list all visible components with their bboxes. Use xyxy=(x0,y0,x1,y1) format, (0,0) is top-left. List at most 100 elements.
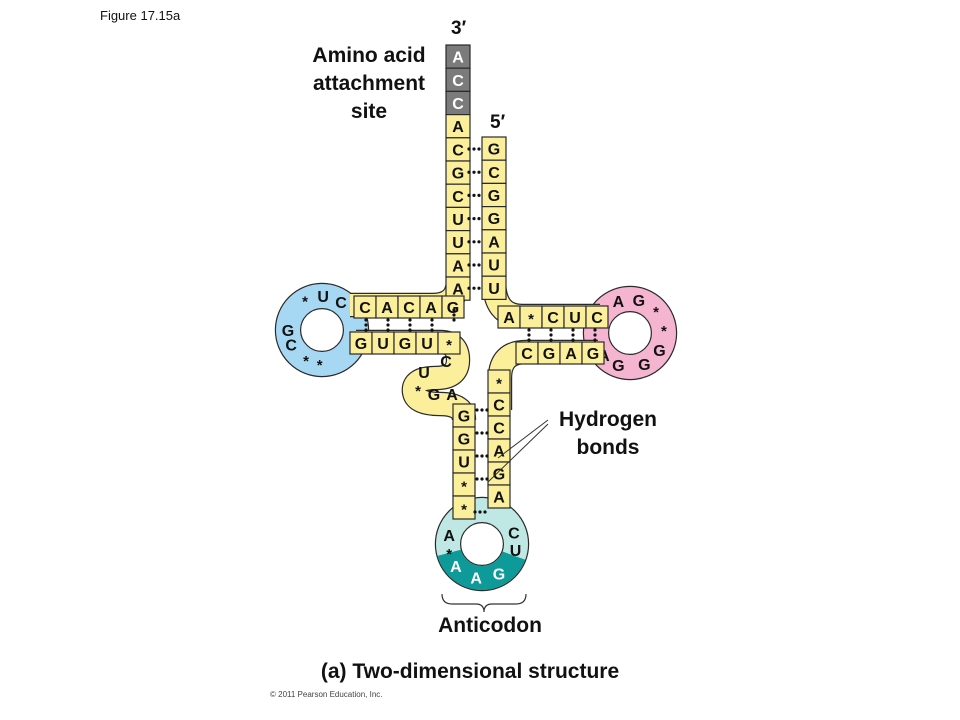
acceptor-bond-6-1 xyxy=(472,286,476,290)
t-stem-top-2-base: C xyxy=(547,310,559,327)
d-stem-top-1: A xyxy=(375,295,399,319)
acceptor-bond-0-0 xyxy=(467,147,471,151)
acceptor-5-base-5: U xyxy=(481,252,507,277)
d-loop-c-0: C xyxy=(285,337,297,354)
acceptor-5-base-4: A xyxy=(481,229,507,254)
variable-loop-base-2: * xyxy=(415,383,421,400)
d-stem-bottom-0: G xyxy=(349,331,373,355)
d-stem-bond-3-0 xyxy=(430,318,434,322)
acceptor-5-base-0-base: G xyxy=(488,142,500,159)
acceptor-3-base-6: C xyxy=(445,183,471,208)
t-stem-bond-3-2 xyxy=(593,338,597,342)
anticodon-stem-bond-3-1 xyxy=(480,477,484,481)
acceptor-3-base-10-base: A xyxy=(452,282,464,299)
figure-label: Figure 17.15a xyxy=(100,8,181,23)
acceptor-bond-0-1 xyxy=(472,147,476,151)
t-stem-top-1-base: * xyxy=(528,311,534,328)
acceptor-5-base-0: G xyxy=(481,136,507,161)
anticodon-stem-bond-2-0 xyxy=(475,454,479,458)
d-stem-bond-1-2 xyxy=(386,328,390,332)
d-stem-top-0-base: C xyxy=(359,300,371,317)
d-stem-top-1-base: A xyxy=(381,300,393,317)
d-stem-bottom-2-base: G xyxy=(399,336,411,353)
acceptor-bond-2-2 xyxy=(477,193,481,197)
d-stem-bond-2-0 xyxy=(408,318,412,322)
d-stem-bottom-4: * xyxy=(437,331,461,355)
anticodon-stem-right-4-base: G xyxy=(493,467,505,484)
d-tertiary-bond-0 xyxy=(452,308,456,312)
anticodon-stem-right-2: C xyxy=(487,415,511,440)
acceptor-5-base-3-base: G xyxy=(488,211,500,228)
d-stem-top-3: A xyxy=(419,295,443,319)
anticodon-stem-left-2: U xyxy=(452,449,476,474)
anticodon-stem-bond-1-0 xyxy=(475,431,479,435)
t-stem-top-2: C xyxy=(541,305,565,329)
d-loop-bottom-1: * xyxy=(317,357,323,374)
anticodon-stem-right-5: A xyxy=(487,484,511,509)
anticodon-stem-left-3: * xyxy=(452,472,476,497)
acceptor-bond-3-1 xyxy=(472,217,476,221)
anticodon-stem-right-0: * xyxy=(487,369,511,394)
anticodon-stem-bond-0-2 xyxy=(485,408,489,412)
anticodon-stem-right-3-base: A xyxy=(493,444,505,461)
t-stem-bond-2-2 xyxy=(571,338,575,342)
d-stem-bottom-3: U xyxy=(415,331,439,355)
t-stem-top-1: * xyxy=(519,305,543,329)
attachment-line-3: site xyxy=(350,100,388,123)
amino-acid-attachment-label: Amino acid attachment site xyxy=(294,42,444,126)
acceptor-3-base-8: U xyxy=(445,230,471,255)
three-prime-label: 3′ xyxy=(451,18,467,39)
d-stem-top-0: C xyxy=(353,295,377,319)
variable-loop-base-0: C xyxy=(440,354,452,371)
anticodon-stem-left-4-base: * xyxy=(461,502,467,519)
anticodon-stem-bond-1-1 xyxy=(480,431,484,435)
t-loop-letters-5: G xyxy=(638,357,650,374)
anticodon-stem-left-3-base: * xyxy=(461,479,467,496)
d-stem-bond-0-0 xyxy=(364,318,368,322)
hydrogen-pointer-2 xyxy=(487,423,549,483)
acceptor-bond-5-1 xyxy=(472,263,476,267)
acceptor-bond-1-1 xyxy=(472,170,476,174)
acceptor-3-base-6-base: C xyxy=(452,189,464,206)
acceptor-3-base-1: C xyxy=(445,67,471,92)
anticodon-loop-left-1: * xyxy=(446,546,452,563)
t-stem-bottom-3: G xyxy=(581,341,605,365)
t-stem-bond-0-0 xyxy=(527,328,531,332)
d-loop-top-0: * xyxy=(302,294,308,311)
d-tertiary-bond-2 xyxy=(452,318,456,322)
anticodon-stem-bond-2-1 xyxy=(480,454,484,458)
attachment-line-2: attachment xyxy=(312,72,426,95)
t-stem-bond-2-0 xyxy=(571,328,575,332)
t-stem-bond-1-0 xyxy=(549,328,553,332)
d-stem-top-2-base: C xyxy=(403,300,415,317)
d-stem-bond-0-1 xyxy=(364,323,368,327)
anticodon-stem-bond-3-0 xyxy=(475,477,479,481)
acceptor-bond-5-0 xyxy=(467,263,471,267)
anticodon-stem-right-1: C xyxy=(487,392,511,417)
d-stem-bottom-1-base: U xyxy=(377,336,389,353)
d-stem-bond-2-1 xyxy=(408,323,412,327)
t-loop-letters-3: * xyxy=(661,323,667,340)
d-stem-bottom-4-base: * xyxy=(446,337,452,354)
t-stem-top-3-base: U xyxy=(569,310,581,327)
acceptor-5-base-1-base: C xyxy=(488,165,500,182)
t-stem-bond-2-1 xyxy=(571,333,575,337)
anticodon-segment xyxy=(437,548,526,590)
acceptor-bond-4-2 xyxy=(477,240,481,244)
acceptor-5-base-6-base: U xyxy=(488,281,500,298)
acceptor-bond-6-0 xyxy=(467,286,471,290)
d-stem-bond-2-2 xyxy=(408,328,412,332)
anticodon-stem-bond-0-0 xyxy=(475,408,479,412)
acceptor-3-base-0-base: A xyxy=(452,50,464,67)
d-stem-top-2: C xyxy=(397,295,421,319)
t-stem-top-3: U xyxy=(563,305,587,329)
anticodon-stem-bond-2-2 xyxy=(485,454,489,458)
d-stem-bottom-1: U xyxy=(371,331,395,355)
acceptor-bond-3-0 xyxy=(467,217,471,221)
acceptor-3-base-2: C xyxy=(445,90,471,116)
d-stem-bottom-2: G xyxy=(393,331,417,355)
d-stem-bottom-3-base: U xyxy=(421,336,433,353)
acceptor-5-base-5-base: U xyxy=(488,258,500,275)
